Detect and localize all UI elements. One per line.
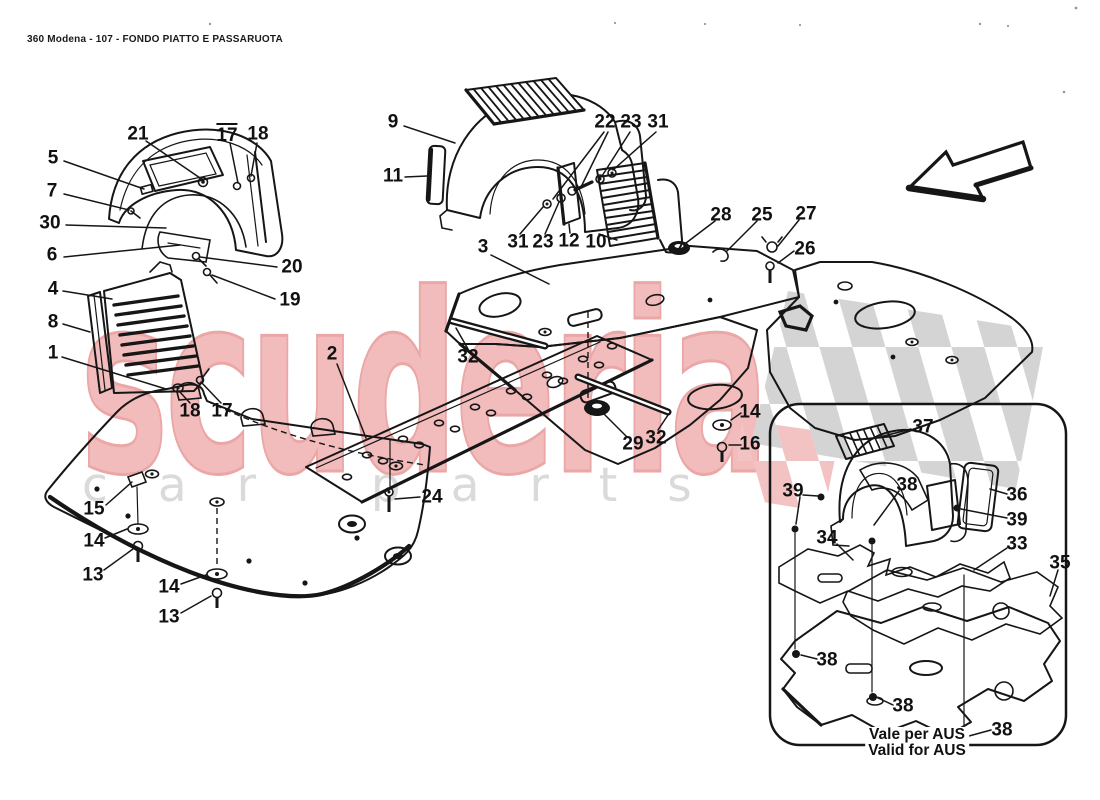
aus-note-line1: Vale per AUS (869, 726, 965, 743)
callout-34: 34 (816, 527, 838, 549)
callout-38: 38 (991, 719, 1013, 741)
callout-1: 1 (47, 342, 59, 364)
callout-18: 18 (179, 400, 201, 422)
page-title: 360 Modena - 107 - FONDO PIATTO E PASSAR… (27, 34, 283, 45)
callout-28: 28 (710, 204, 732, 226)
callout-35: 35 (1049, 552, 1071, 574)
callout-31: 31 (507, 231, 529, 253)
aus-note-line2: Valid for AUS (868, 742, 966, 759)
callout-2: 2 (326, 343, 338, 365)
callout-21: 21 (127, 123, 149, 145)
callout-10: 10 (585, 231, 607, 253)
callout-32: 32 (645, 427, 667, 449)
callout-19: 19 (279, 289, 301, 311)
callout-4: 4 (47, 278, 59, 300)
callout-38: 38 (816, 649, 838, 671)
callout-17: 17 (216, 123, 238, 146)
callout-38: 38 (892, 695, 914, 717)
callout-39: 39 (1006, 509, 1028, 531)
callout-6: 6 (46, 244, 58, 266)
callout-23: 23 (620, 111, 642, 133)
callout-18: 18 (247, 123, 269, 145)
callout-32: 32 (457, 346, 479, 368)
callout-25: 25 (751, 204, 773, 226)
callout-39: 39 (782, 480, 804, 502)
callout-30: 30 (39, 212, 61, 234)
callout-37: 37 (912, 416, 934, 438)
callout-16: 16 (739, 433, 761, 455)
callout-8: 8 (47, 311, 59, 333)
callout-31: 31 (647, 111, 669, 133)
aus-note: Vale per AUS Valid for AUS (865, 727, 969, 759)
callout-23: 23 (532, 231, 554, 253)
callout-14: 14 (739, 401, 761, 423)
leader-lines (61, 125, 1059, 737)
front-wheelhouse-centre (425, 77, 683, 254)
callout-3: 3 (477, 236, 489, 258)
flat-floor-assembly-centre (444, 168, 1034, 465)
carparts-watermark-text: car parts (82, 458, 742, 513)
callout-5: 5 (47, 147, 59, 169)
callout-22: 22 (594, 111, 616, 133)
callout-11: 11 (382, 165, 404, 187)
scan-specks (208, 6, 1078, 94)
callout-27: 27 (795, 203, 817, 225)
callout-13: 13 (82, 564, 104, 586)
callout-7: 7 (46, 180, 58, 202)
direction-arrow-icon (905, 139, 1034, 203)
callout-33: 33 (1006, 533, 1028, 555)
grille-vent-panel (87, 261, 210, 394)
callout-29: 29 (622, 433, 644, 455)
callout-26: 26 (794, 238, 816, 260)
callout-12: 12 (558, 230, 580, 252)
callout-20: 20 (281, 256, 303, 278)
callout-13: 13 (158, 606, 180, 628)
callout-17: 17 (211, 400, 233, 422)
callout-24: 24 (421, 486, 443, 508)
callout-14: 14 (83, 530, 105, 552)
checkered-flag-watermark (732, 291, 1046, 512)
callout-38: 38 (896, 474, 918, 496)
callout-9: 9 (387, 111, 399, 133)
callout-15: 15 (83, 498, 105, 520)
callout-14: 14 (158, 576, 180, 598)
callout-36: 36 (1006, 484, 1028, 506)
inset-box (768, 402, 1068, 747)
